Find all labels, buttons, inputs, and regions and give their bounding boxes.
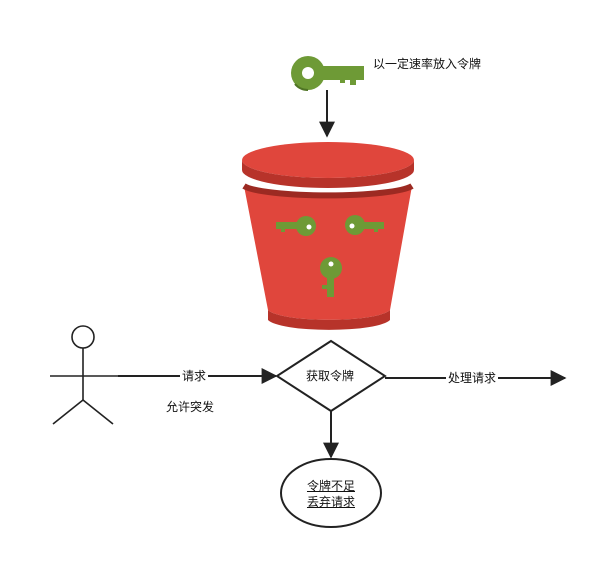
bucket-key-icon <box>276 216 316 236</box>
discard-label: 令牌不足 丢弃请求 <box>303 478 359 510</box>
key-icon <box>291 56 364 91</box>
request-label: 请求 <box>180 369 209 383</box>
discard-node <box>280 458 382 528</box>
process-request-label: 处理请求 <box>446 371 499 385</box>
acquire-token-label: 获取令牌 <box>306 369 355 383</box>
bucket-icon <box>242 142 414 330</box>
discard-line-2: 丢弃请求 <box>306 495 355 509</box>
discard-line-1: 令牌不足 <box>306 479 355 493</box>
rate-label: 以一定速率放入令牌 <box>373 57 482 71</box>
bucket-key-icon <box>345 215 384 235</box>
user-icon <box>50 325 118 425</box>
bucket-key-icon <box>320 257 342 297</box>
burst-label: 允许突发 <box>166 400 215 414</box>
